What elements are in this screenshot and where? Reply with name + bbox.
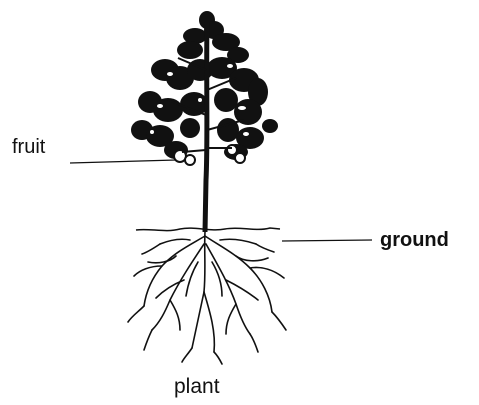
ground-line [136,228,280,231]
ground-leader-line [282,240,372,241]
label-fruit: fruit [12,137,45,157]
label-plant: plant [174,376,220,397]
plant-illustration [70,11,372,364]
fruit-leader-line [70,160,176,163]
stem [205,22,207,232]
roots [128,232,286,364]
label-ground: ground [380,230,449,250]
